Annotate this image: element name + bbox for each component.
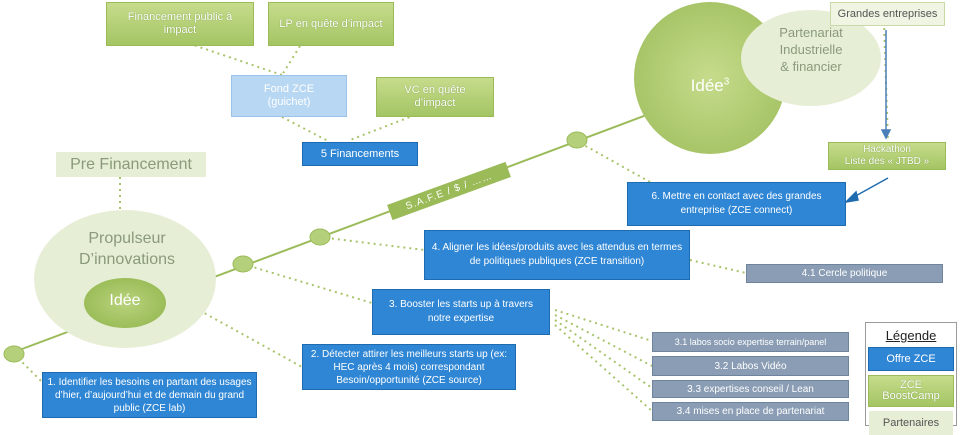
lp-box: LP en quête d’impact	[268, 2, 394, 46]
pre-financement-label: Pre Financement	[56, 152, 206, 177]
timeline-dot	[3, 345, 25, 363]
timeline-dot	[232, 255, 254, 273]
step-2-box: 2. Détecter attirer les meilleurs starts…	[302, 344, 516, 390]
idee-big-sup: 3	[723, 76, 730, 88]
vc-box: VC en quête d’impact	[376, 77, 494, 117]
step-4-box: 4. Aligner les idées/produits avec les a…	[424, 230, 690, 280]
idee-small-label: Idée	[109, 292, 141, 309]
idee-big-text: Idée	[690, 76, 724, 95]
financements-box: 5 Financements	[302, 142, 418, 166]
legend-bootcamp: ZCE BoostCamp	[868, 375, 954, 407]
step-3-1-box: 3.1 labos socio expertise terrain/panel	[652, 332, 849, 352]
step-4-1-box: 4.1 Cercle politique	[746, 264, 943, 283]
timeline-dot	[566, 131, 588, 149]
step-3-2-box: 3.2 Labos Vidéo	[652, 356, 849, 376]
financement-public-box: Financement public à impact	[106, 2, 254, 46]
step-1-box: 1. Identifier les besoins en partant des…	[42, 372, 257, 418]
step-3-box: 3. Booster les starts up à travers notre…	[372, 289, 550, 335]
propulseur-label: Propulseur D’innovations	[78, 230, 176, 268]
timeline-dot	[309, 228, 331, 246]
legend-offre: Offre ZCE	[868, 347, 954, 371]
legend-title: Légende	[885, 328, 937, 343]
step-3-3-box: 3.3 expertises conseil / Lean	[652, 380, 849, 398]
idee-small-circle	[84, 278, 166, 328]
partenariat-circle	[741, 10, 881, 106]
grandes-entreprises-box: Grandes entreprises	[830, 2, 945, 26]
idee-big-label: Idée3	[680, 76, 740, 96]
hackathon-box: Hackathon Liste des « JTBD »	[828, 142, 946, 170]
step-3-4-box: 3.4 mises en place de partenariat	[652, 402, 849, 421]
fond-zce-box: Fond ZCE (guichet)	[231, 75, 347, 117]
step-6-box: 6. Mettre en contact avec des grandes en…	[627, 182, 846, 226]
legend: Légende Offre ZCE ZCE BoostCamp Partenai…	[865, 322, 957, 435]
partenariat-label: Partenariat Industrielle & financier	[779, 25, 843, 74]
legend-partenaires: Partenaires	[869, 411, 953, 435]
